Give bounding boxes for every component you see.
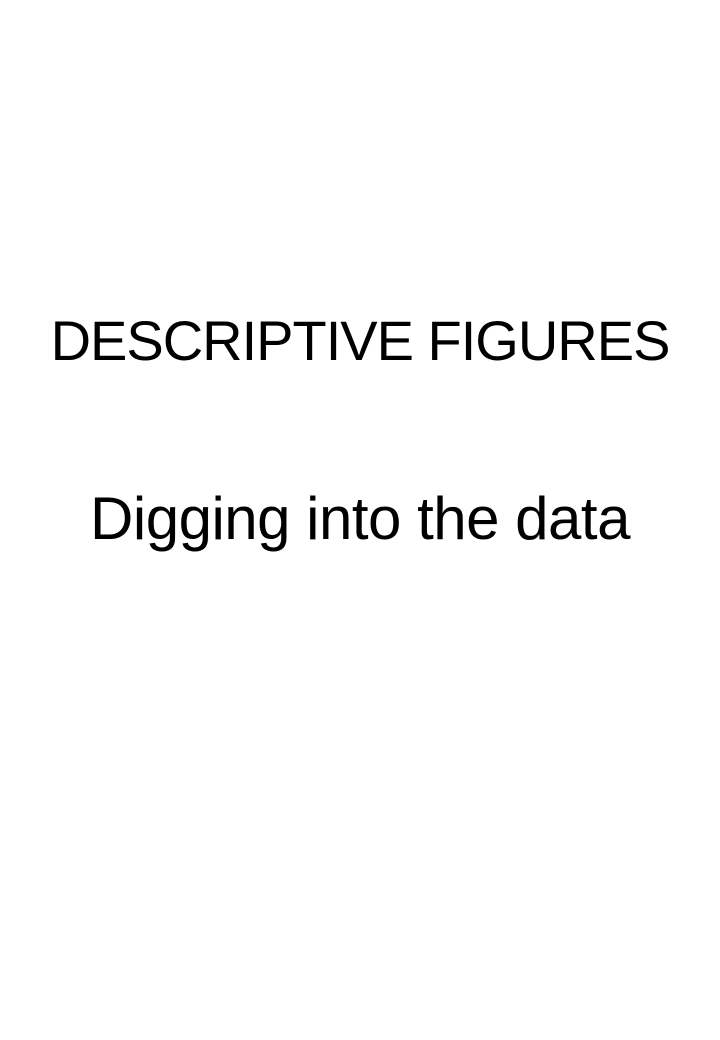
slide-subtitle: Digging into the data — [90, 485, 630, 552]
slide-title: DESCRIPTIVE FIGURES — [50, 309, 671, 372]
